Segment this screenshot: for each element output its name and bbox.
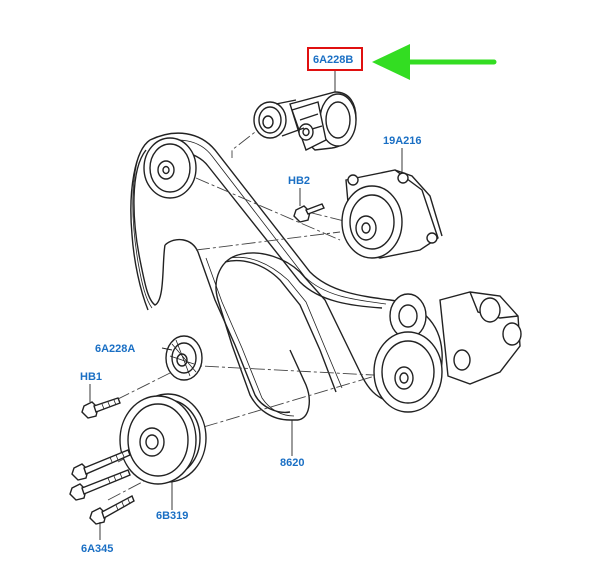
label-crank-pulley: 6B319 xyxy=(156,510,188,522)
label-hb1: HB1 xyxy=(80,371,102,383)
label-tensioner: 6A228B xyxy=(313,54,353,66)
upper-idler-pulley xyxy=(143,137,197,199)
label-belt: 8620 xyxy=(280,457,304,469)
lower-idler-pulley xyxy=(165,335,203,381)
bolt-6a345 xyxy=(89,495,135,525)
leader-lines xyxy=(89,70,403,540)
water-pump xyxy=(373,291,522,413)
bolt-hb2 xyxy=(293,203,325,223)
belt-tensioner xyxy=(253,91,357,151)
bolt-lower-crank xyxy=(69,469,131,501)
highlight-box xyxy=(307,47,363,71)
green-arrow-icon xyxy=(372,44,497,80)
crankshaft-pulley xyxy=(119,393,207,485)
label-crank-bolt: 6A345 xyxy=(81,543,113,555)
label-alternator: 19A216 xyxy=(383,135,422,147)
label-hb2: HB2 xyxy=(288,175,310,187)
bolt-upper-crank xyxy=(71,449,131,481)
assembly-centerlines xyxy=(95,121,396,501)
alternator xyxy=(341,169,443,259)
label-idler: 6A228A xyxy=(95,343,135,355)
bolt-hb1 xyxy=(81,397,121,419)
